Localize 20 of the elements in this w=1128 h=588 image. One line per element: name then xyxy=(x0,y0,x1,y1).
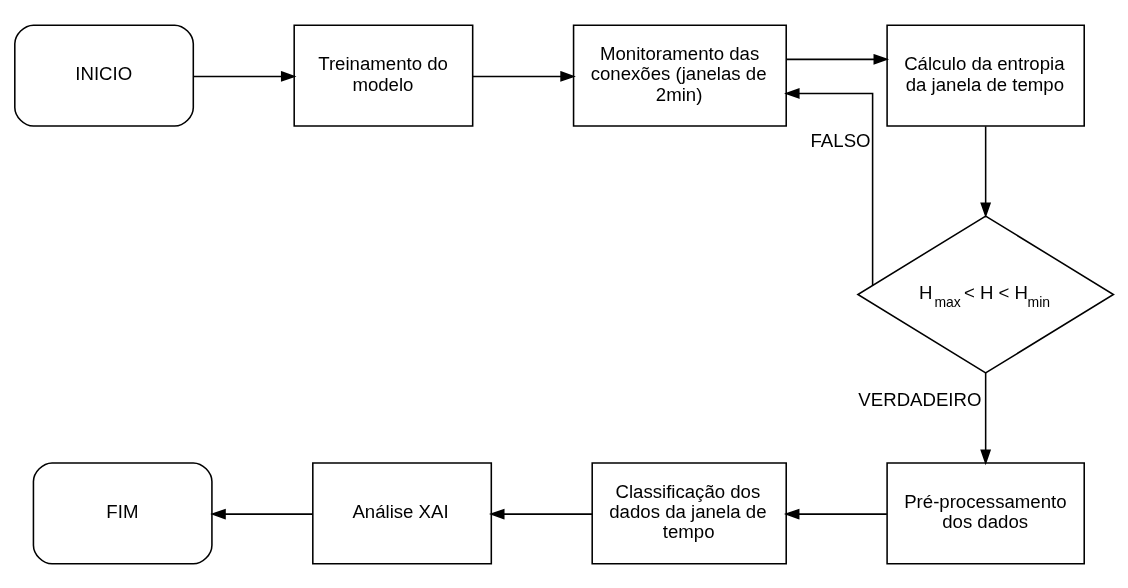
node-box: Classificação dos dados da janela de tempo xyxy=(591,461,787,565)
node-box: Análise XAI xyxy=(312,461,493,565)
arrow xyxy=(489,508,593,520)
node-box: Cálculo da entropia da janela de tempo xyxy=(886,23,1085,127)
edge-label: FALSO xyxy=(810,129,871,151)
arrow xyxy=(785,53,890,65)
node-diamond: H$_{max}$ < H < H$_{min}$ xyxy=(856,214,1115,374)
node-box: Monitoramento das conexões (janelas de 2min) xyxy=(572,23,787,127)
arrow xyxy=(980,125,992,218)
arrow xyxy=(980,371,992,465)
arrow xyxy=(784,87,874,286)
arrow xyxy=(472,70,576,82)
arrow xyxy=(783,508,888,520)
arrow xyxy=(193,70,297,82)
arrow xyxy=(210,508,314,520)
node-box: Treinamento do modelo xyxy=(293,23,474,127)
edge-label: VERDADEIRO xyxy=(858,388,982,410)
node-box: Pré-processamento dos dados xyxy=(886,461,1085,565)
node-box: FIM xyxy=(32,461,213,565)
node-box: INICIO xyxy=(14,23,195,127)
